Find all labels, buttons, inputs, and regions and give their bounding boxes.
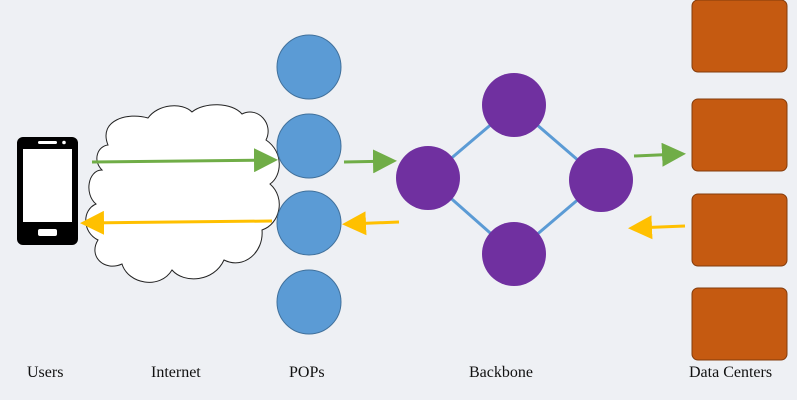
smartphone-icon [17, 137, 78, 245]
label-data-centers: Data Centers [689, 364, 773, 381]
pop-node-4 [276, 269, 342, 335]
label-backbone: Backbone [469, 364, 533, 381]
backbone-node-right [569, 148, 633, 212]
data-center-4 [691, 287, 788, 361]
data-center-3 [691, 193, 788, 267]
pop-node-2 [276, 113, 342, 179]
data-center-1 [691, 0, 788, 73]
data-center-2 [691, 98, 788, 172]
pop-node-3 [276, 190, 342, 256]
backbone-node-top [482, 73, 546, 137]
backbone-node-left [396, 146, 460, 210]
request-arrow-users-to-pop [91, 148, 278, 173]
label-pops: POPs [289, 364, 325, 381]
response-arrow-datacenter-to-backbone [628, 215, 686, 240]
label-users: Users [27, 364, 64, 381]
request-arrow-backbone-to-datacenter [633, 142, 686, 167]
pop-node-1 [276, 34, 342, 100]
response-arrow-backbone-to-pop [342, 211, 400, 236]
response-arrow-pop-to-users [80, 210, 273, 235]
label-internet: Internet [151, 364, 201, 381]
request-arrow-pop-to-backbone [343, 149, 397, 174]
cloud-icon [85, 104, 280, 283]
backbone-node-bottom [482, 222, 546, 286]
